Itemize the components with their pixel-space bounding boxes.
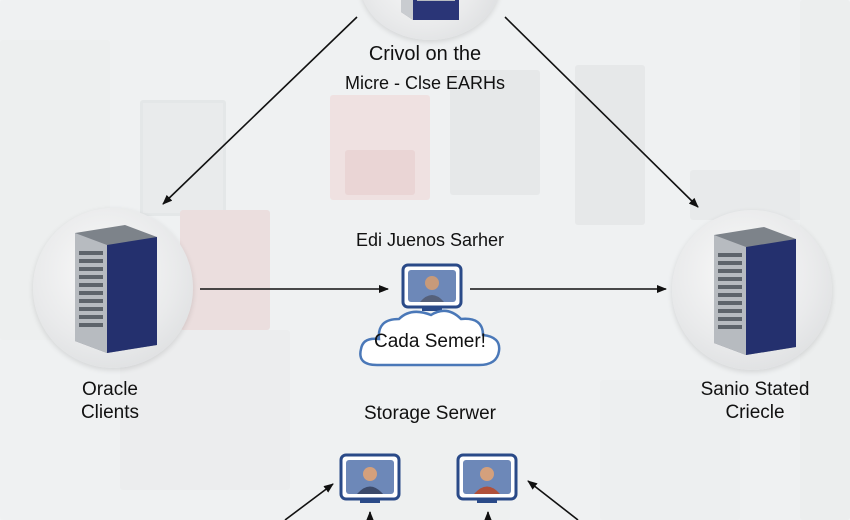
bottom-left-user-card bbox=[338, 452, 402, 506]
right-server-node bbox=[672, 210, 832, 370]
cloud-icon bbox=[359, 309, 501, 367]
server-rack-icon bbox=[714, 227, 796, 355]
user-avatar-icon bbox=[401, 263, 463, 311]
right-node-label-line2: Criecle bbox=[725, 402, 785, 423]
user-avatar-icon bbox=[339, 453, 401, 503]
top-node-label-line1: Crivol on the bbox=[368, 43, 482, 65]
left-node-label-line1: Oracle bbox=[82, 379, 138, 400]
arrow-top-to-right bbox=[504, 16, 699, 208]
cloud-server: Cada Semer! bbox=[355, 305, 505, 375]
left-node-label-line2: Clients bbox=[80, 402, 140, 423]
arrow-bottom-left-in bbox=[284, 483, 334, 520]
top-node-label: Crivol on the Micre - Clse EARHs bbox=[330, 43, 520, 95]
right-node-label-line1: Sanio Stated bbox=[700, 379, 810, 400]
left-server-node bbox=[33, 208, 193, 368]
center-user-card bbox=[400, 262, 464, 314]
right-node-label: Sanio Stated Criecle bbox=[680, 378, 830, 424]
bottom-right-user-card bbox=[455, 452, 519, 506]
center-node-heading: Edi Juenos Sarher bbox=[355, 230, 505, 250]
arrow-top-to-left bbox=[162, 16, 358, 205]
server-rack-icon bbox=[75, 225, 157, 353]
left-node-label: Oracle Clients bbox=[40, 378, 180, 424]
server-rack-icon bbox=[401, 0, 459, 20]
user-avatar-icon bbox=[456, 453, 518, 503]
cloud-label: Cada Semer! bbox=[374, 331, 486, 352]
arrow-bottom-right-in bbox=[527, 480, 579, 520]
bottom-heading: Storage Serwer bbox=[363, 403, 496, 424]
top-node-label-line2: Micre - Clse EARHs bbox=[344, 73, 505, 93]
